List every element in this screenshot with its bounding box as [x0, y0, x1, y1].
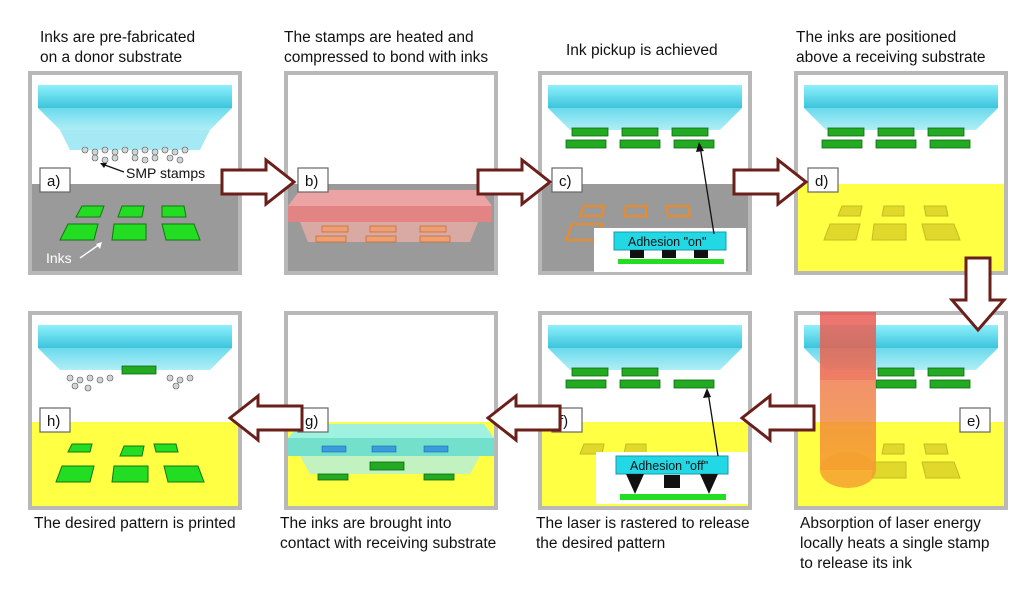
caption-e-line-1: Absorption of laser energy: [800, 515, 981, 532]
flow-arrow-c-to-d: [732, 156, 809, 208]
caption-d-line-2: above a receiving substrate: [796, 49, 986, 66]
stamp-assembly: [548, 325, 742, 389]
target-footprints: [579, 443, 647, 455]
adhesion-off-inset: Adhesion "off": [596, 452, 748, 504]
caption-f: The laser is rastered to release the des…: [536, 515, 754, 552]
caption-a-line-2: on a donor substrate: [40, 49, 182, 66]
smp-stamp-array: [81, 146, 189, 164]
adhesion-off-label: Adhesion "off": [630, 459, 708, 473]
laser-beam: [820, 312, 876, 488]
stamp-assembly: [804, 85, 998, 149]
caption-e: Absorption of laser energy locally heats…: [800, 515, 994, 572]
caption-d-line-1: The inks are positioned: [796, 29, 956, 46]
caption-f-line-2: the desired pattern: [536, 535, 665, 552]
target-footprints: [823, 205, 961, 241]
caption-f-line-1: The laser is rastered to release: [536, 515, 750, 532]
flow-arrow-d-to-e: [948, 256, 1008, 333]
printed-pattern: [55, 443, 205, 483]
lowered-stamp-assembly: [288, 424, 494, 481]
panel-label-g: g): [305, 413, 318, 430]
caption-c-line-1: Ink pickup is achieved: [566, 42, 718, 59]
panel-label-d: d): [815, 173, 828, 190]
panel-g: g): [284, 311, 498, 510]
target-footprints: [871, 443, 961, 479]
panel-label-b: b): [305, 173, 318, 190]
flow-arrow-a-to-b: [220, 156, 297, 208]
panel-label-h: h): [47, 413, 60, 430]
panel-h: h): [28, 311, 242, 510]
panel-a: a) SMP stamps Inks: [28, 71, 242, 275]
ink-array: [59, 205, 201, 241]
caption-h: The desired pattern is printed: [34, 515, 236, 532]
inks-label: Inks: [46, 250, 72, 266]
panel-c: c) Adhesion "on": [538, 71, 752, 275]
caption-b-line-1: The stamps are heated and: [284, 29, 474, 46]
panel-d: d): [794, 71, 1008, 275]
caption-d: The inks are positioned above a receivin…: [796, 29, 986, 66]
caption-a: Inks are pre-fabricated on a donor subst…: [40, 29, 199, 66]
caption-g-line-2: contact with receiving substrate: [280, 535, 496, 552]
flow-arrow-g-to-h: [227, 392, 304, 444]
panel-b: b): [284, 71, 498, 275]
caption-h-line-1: The desired pattern is printed: [34, 515, 236, 532]
panel-f: f) Adhesion "off": [538, 311, 752, 510]
stamp-assembly: [38, 325, 232, 392]
caption-b: The stamps are heated and compressed to …: [284, 29, 488, 66]
caption-c: Ink pickup is achieved: [566, 42, 718, 59]
caption-e-line-3: to release its ink: [800, 555, 912, 572]
stamp-assembly: [548, 85, 742, 149]
flow-arrow-b-to-c: [476, 156, 553, 208]
flow-arrow-e-to-f: [739, 392, 816, 444]
panel-label-c: c): [559, 173, 572, 190]
panel-label-f: f): [559, 413, 568, 430]
panel-e: e): [794, 311, 1008, 510]
flow-arrow-f-to-g: [485, 392, 562, 444]
adhesion-on-label: Adhesion "on": [628, 235, 706, 249]
adhesion-on-inset: Adhesion "on": [594, 228, 746, 272]
panel-label-e: e): [967, 413, 980, 430]
smp-stamps-label: SMP stamps: [126, 165, 205, 181]
stamp-assembly: [38, 85, 232, 164]
caption-e-line-2: locally heats a single stamp: [800, 535, 990, 552]
caption-a-line-1: Inks are pre-fabricated: [40, 29, 195, 46]
caption-g-line-1: The inks are brought into: [280, 515, 451, 532]
caption-b-line-2: compressed to bond with inks: [284, 49, 488, 66]
caption-g: The inks are brought into contact with r…: [280, 515, 496, 552]
heated-stamp-assembly: [288, 190, 492, 243]
panel-label-a: a): [47, 173, 60, 190]
